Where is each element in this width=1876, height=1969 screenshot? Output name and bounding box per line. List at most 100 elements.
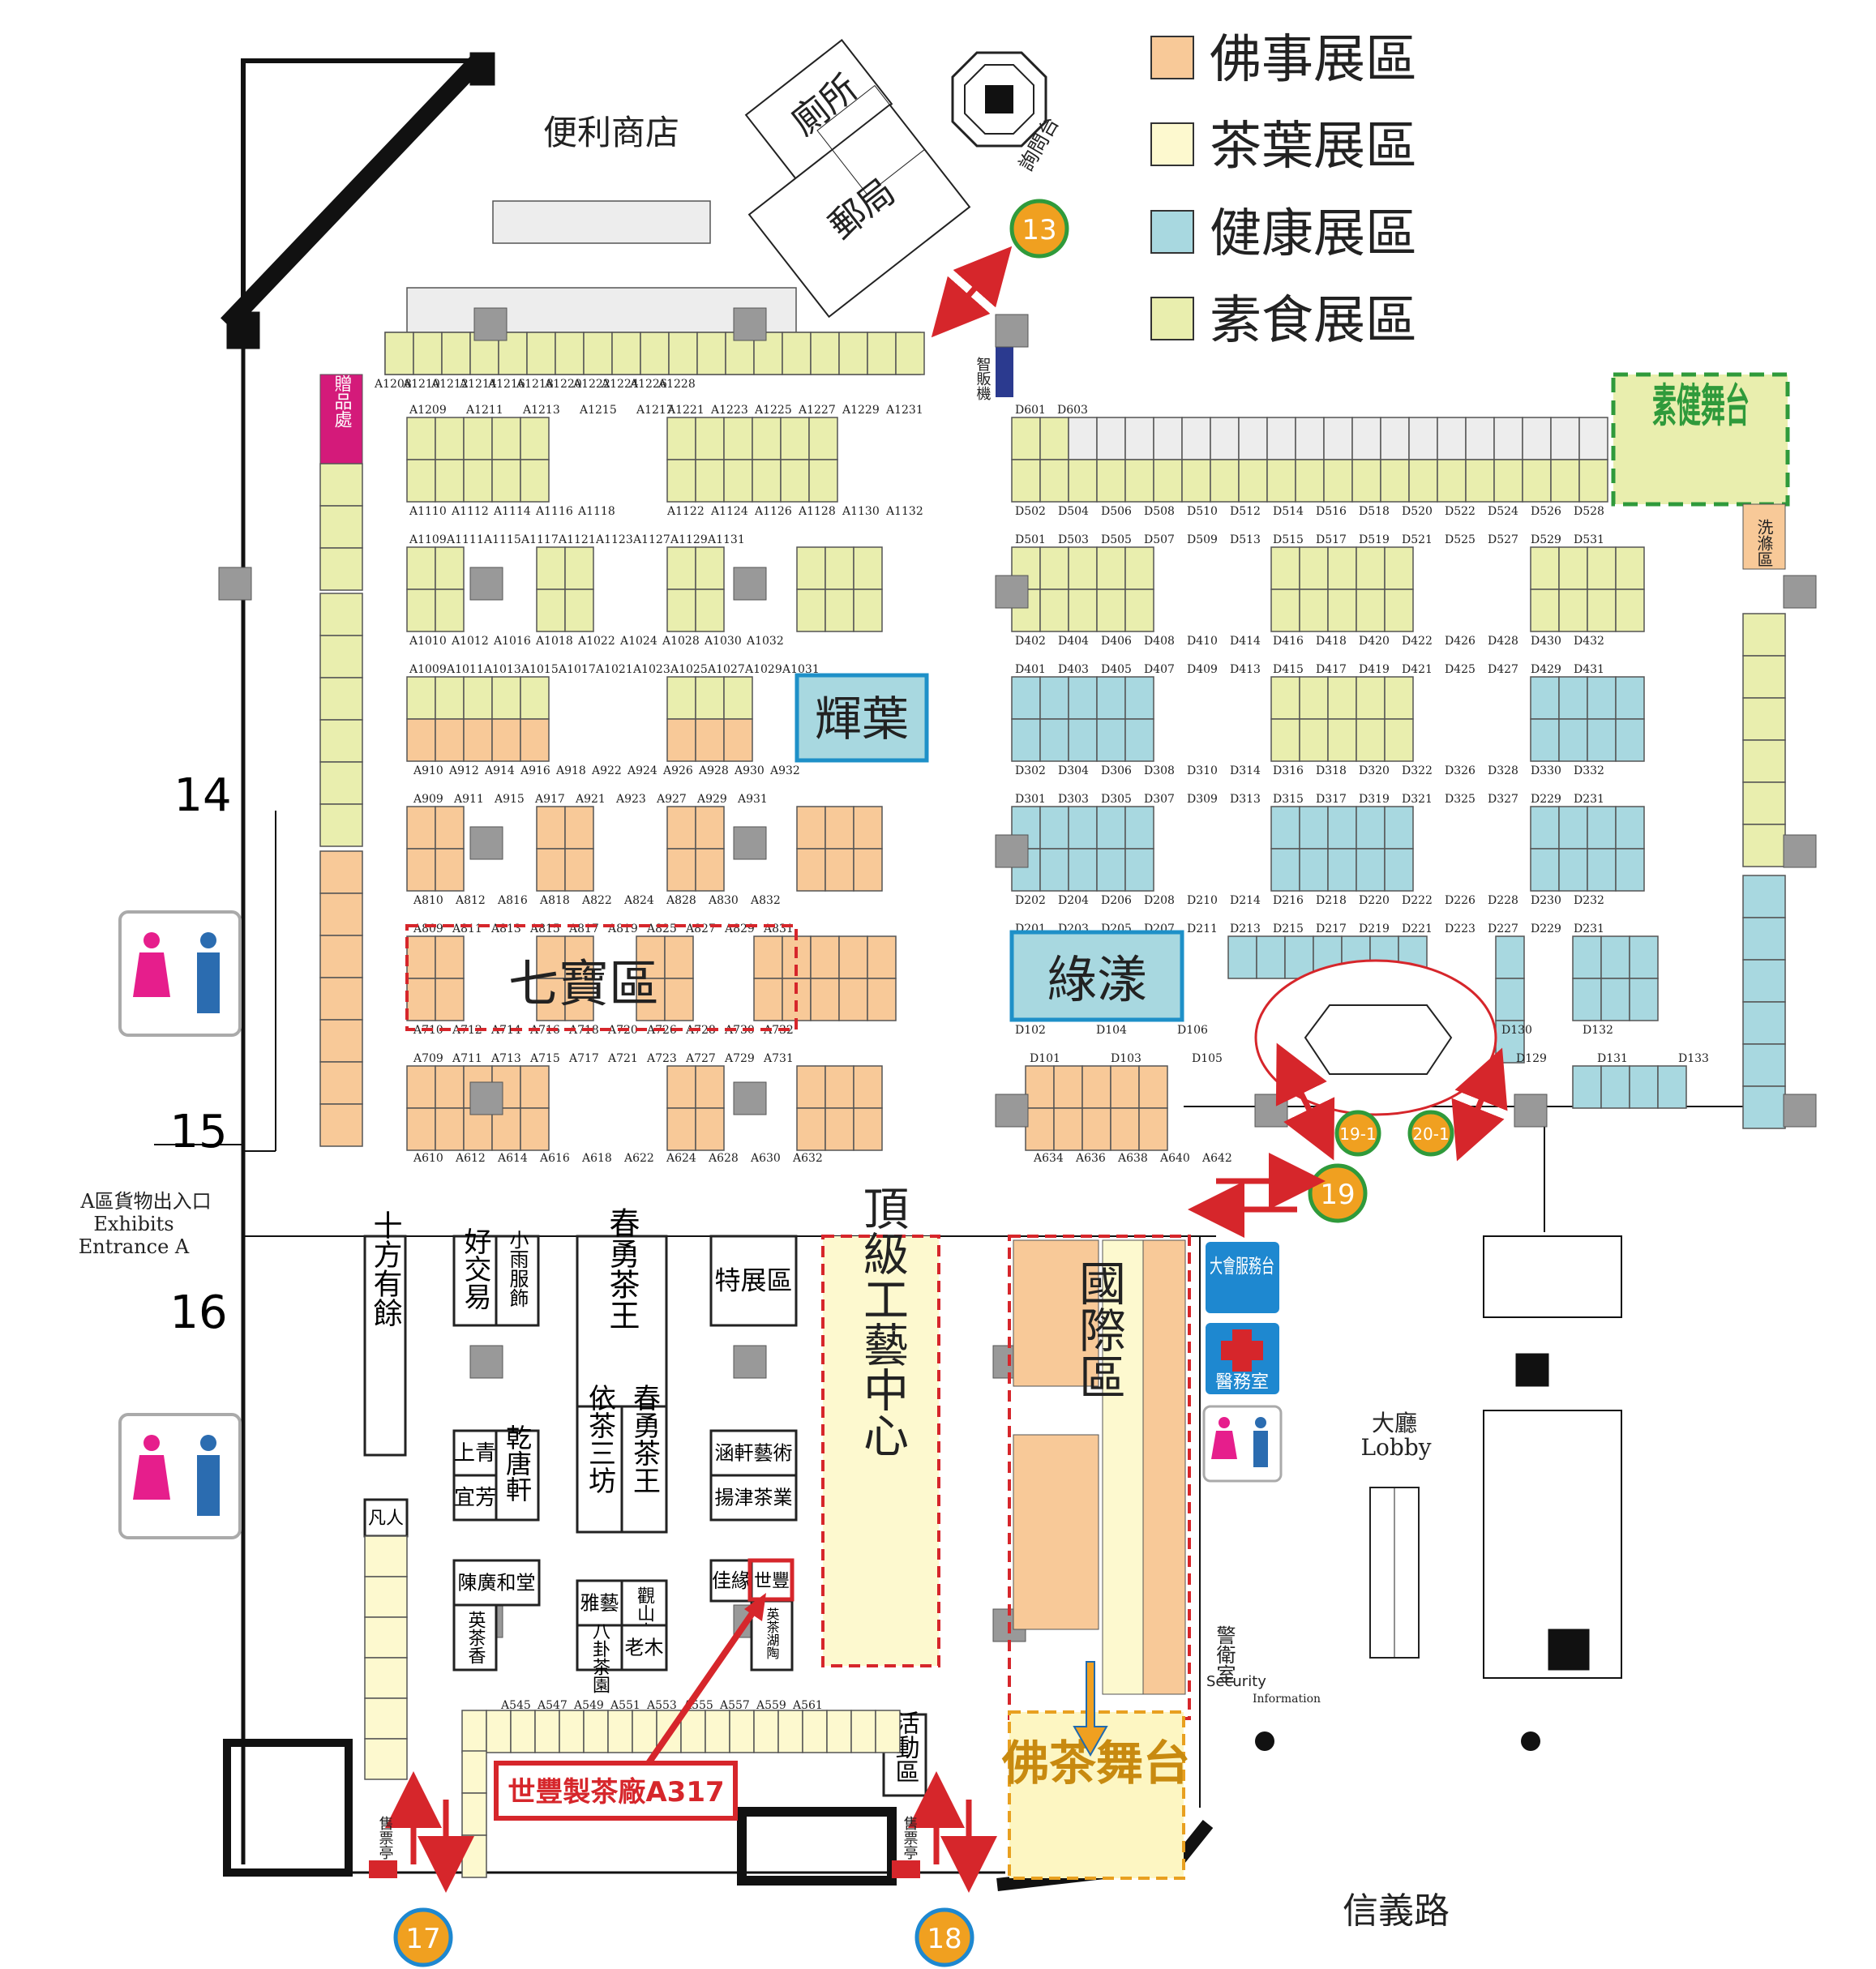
booth-cell[interactable] <box>1530 806 1560 850</box>
booth-cell[interactable] <box>1299 676 1329 720</box>
booth-cell[interactable] <box>780 417 810 460</box>
booth-cell[interactable] <box>695 589 725 632</box>
booth-cell[interactable] <box>1558 806 1588 850</box>
booth-cell[interactable] <box>1380 459 1410 503</box>
booth-cell[interactable] <box>824 1107 854 1151</box>
booth-cell[interactable] <box>824 848 854 892</box>
booth-cell[interactable] <box>384 332 414 375</box>
booth-cell[interactable] <box>853 1107 883 1151</box>
booth-cell[interactable] <box>435 1107 465 1151</box>
booth-cell[interactable] <box>1299 589 1329 632</box>
booth-chunyong[interactable]: 春勇茶王 <box>576 1207 668 1424</box>
booth-cell[interactable] <box>810 935 840 979</box>
booth-cell[interactable] <box>1068 718 1098 762</box>
booth-cell[interactable] <box>1522 459 1552 503</box>
booth-cell[interactable] <box>564 848 594 892</box>
booth-cell[interactable] <box>319 1103 363 1147</box>
booth-cell[interactable] <box>536 806 566 850</box>
booth-cell[interactable] <box>1587 546 1617 590</box>
booth-cell[interactable] <box>1153 417 1183 460</box>
booth-cell[interactable] <box>1530 546 1560 590</box>
booth-cell[interactable] <box>1039 718 1069 762</box>
booth-cell[interactable] <box>1124 417 1154 460</box>
booth-cell[interactable] <box>1068 589 1098 632</box>
booth-cell[interactable] <box>1615 589 1645 632</box>
booth-cell[interactable] <box>1384 848 1414 892</box>
booth-cell[interactable] <box>1742 739 1786 783</box>
booth-cell[interactable] <box>1356 718 1386 762</box>
booth-cell[interactable] <box>1096 806 1126 850</box>
booth-cell[interactable] <box>695 718 725 762</box>
booth-cell[interactable] <box>696 332 726 375</box>
booth-cell[interactable] <box>1238 459 1268 503</box>
booth-cell[interactable] <box>536 589 566 632</box>
booth-cell[interactable] <box>1600 1065 1630 1109</box>
booth-cell[interactable] <box>1742 1085 1786 1129</box>
booth-cell[interactable] <box>666 676 696 720</box>
booth-cell[interactable] <box>1025 1107 1055 1151</box>
booth-cell[interactable] <box>1615 676 1645 720</box>
booth-cell[interactable] <box>461 1792 487 1836</box>
booth-cell[interactable] <box>695 417 725 460</box>
booth-cell[interactable] <box>1742 917 1786 961</box>
booth-cell[interactable] <box>1011 676 1041 720</box>
booth-cell[interactable] <box>1530 676 1560 720</box>
booth-cell[interactable] <box>723 417 753 460</box>
booth-laomu[interactable]: 老木 <box>620 1624 668 1672</box>
booth-cell[interactable] <box>1096 676 1126 720</box>
booth-cell[interactable] <box>695 806 725 850</box>
booth-cell[interactable] <box>461 1710 487 1753</box>
booth-cell[interactable] <box>1270 718 1300 762</box>
booth-cell[interactable] <box>364 1657 408 1699</box>
booth-cell[interactable] <box>1323 417 1353 460</box>
booth-cell[interactable] <box>1124 676 1154 720</box>
booth-fanren[interactable]: 凡人 <box>363 1498 409 1538</box>
booth-cell[interactable] <box>1587 676 1617 720</box>
booth-cell[interactable] <box>1530 718 1560 762</box>
booth-cell[interactable] <box>1742 1043 1786 1087</box>
booth-cell[interactable] <box>1600 935 1630 979</box>
booth-cell[interactable] <box>1558 676 1588 720</box>
booth-cell[interactable] <box>435 1065 465 1109</box>
booth-cell[interactable] <box>319 1061 363 1105</box>
booth-cell[interactable] <box>695 676 725 720</box>
booth-cell[interactable] <box>695 546 725 590</box>
booth-cell[interactable] <box>1068 546 1098 590</box>
booth-cell[interactable] <box>838 978 868 1021</box>
booth-cell[interactable] <box>1327 546 1357 590</box>
booth-cell[interactable] <box>1081 1065 1111 1109</box>
booth-cell[interactable] <box>564 806 594 850</box>
booth-cell[interactable] <box>1327 806 1357 850</box>
booth-cell[interactable] <box>364 1576 408 1618</box>
booth-cell[interactable] <box>435 459 465 503</box>
booth-cell[interactable] <box>1615 848 1645 892</box>
booth-cell[interactable] <box>824 806 854 850</box>
booth-cell[interactable] <box>463 459 493 503</box>
booth-cell[interactable] <box>406 417 436 460</box>
booth-cell[interactable] <box>850 1710 876 1753</box>
booth-cell[interactable] <box>413 332 443 375</box>
booth-cell[interactable] <box>1039 676 1069 720</box>
booth-cell[interactable] <box>867 332 897 375</box>
booth-cell[interactable] <box>319 761 363 805</box>
booth-cell[interactable] <box>1384 589 1414 632</box>
booth-cell[interactable] <box>664 935 694 979</box>
booth-cell[interactable] <box>1124 718 1154 762</box>
booth-cell[interactable] <box>632 1710 657 1753</box>
booth-cell[interactable] <box>723 718 753 762</box>
booth-cell[interactable] <box>1256 935 1286 979</box>
booth-cell[interactable] <box>364 1697 408 1740</box>
booth-cell[interactable] <box>1068 459 1098 503</box>
booth-cell[interactable] <box>1558 546 1588 590</box>
booth-chunyong2[interactable]: 春勇茶王 <box>620 1384 668 1534</box>
booth-cell[interactable] <box>1039 806 1069 850</box>
booth-shangqing[interactable]: 上青 <box>452 1429 498 1477</box>
booth-cell[interactable] <box>1096 459 1126 503</box>
booth-cell[interactable] <box>1629 935 1659 979</box>
booth-cell[interactable] <box>1068 676 1098 720</box>
booth-cell[interactable] <box>1327 589 1357 632</box>
booth-cell[interactable] <box>463 718 493 762</box>
booth-cell[interactable] <box>838 935 868 979</box>
booth-cell[interactable] <box>463 676 493 720</box>
booth-cell[interactable] <box>796 806 826 850</box>
